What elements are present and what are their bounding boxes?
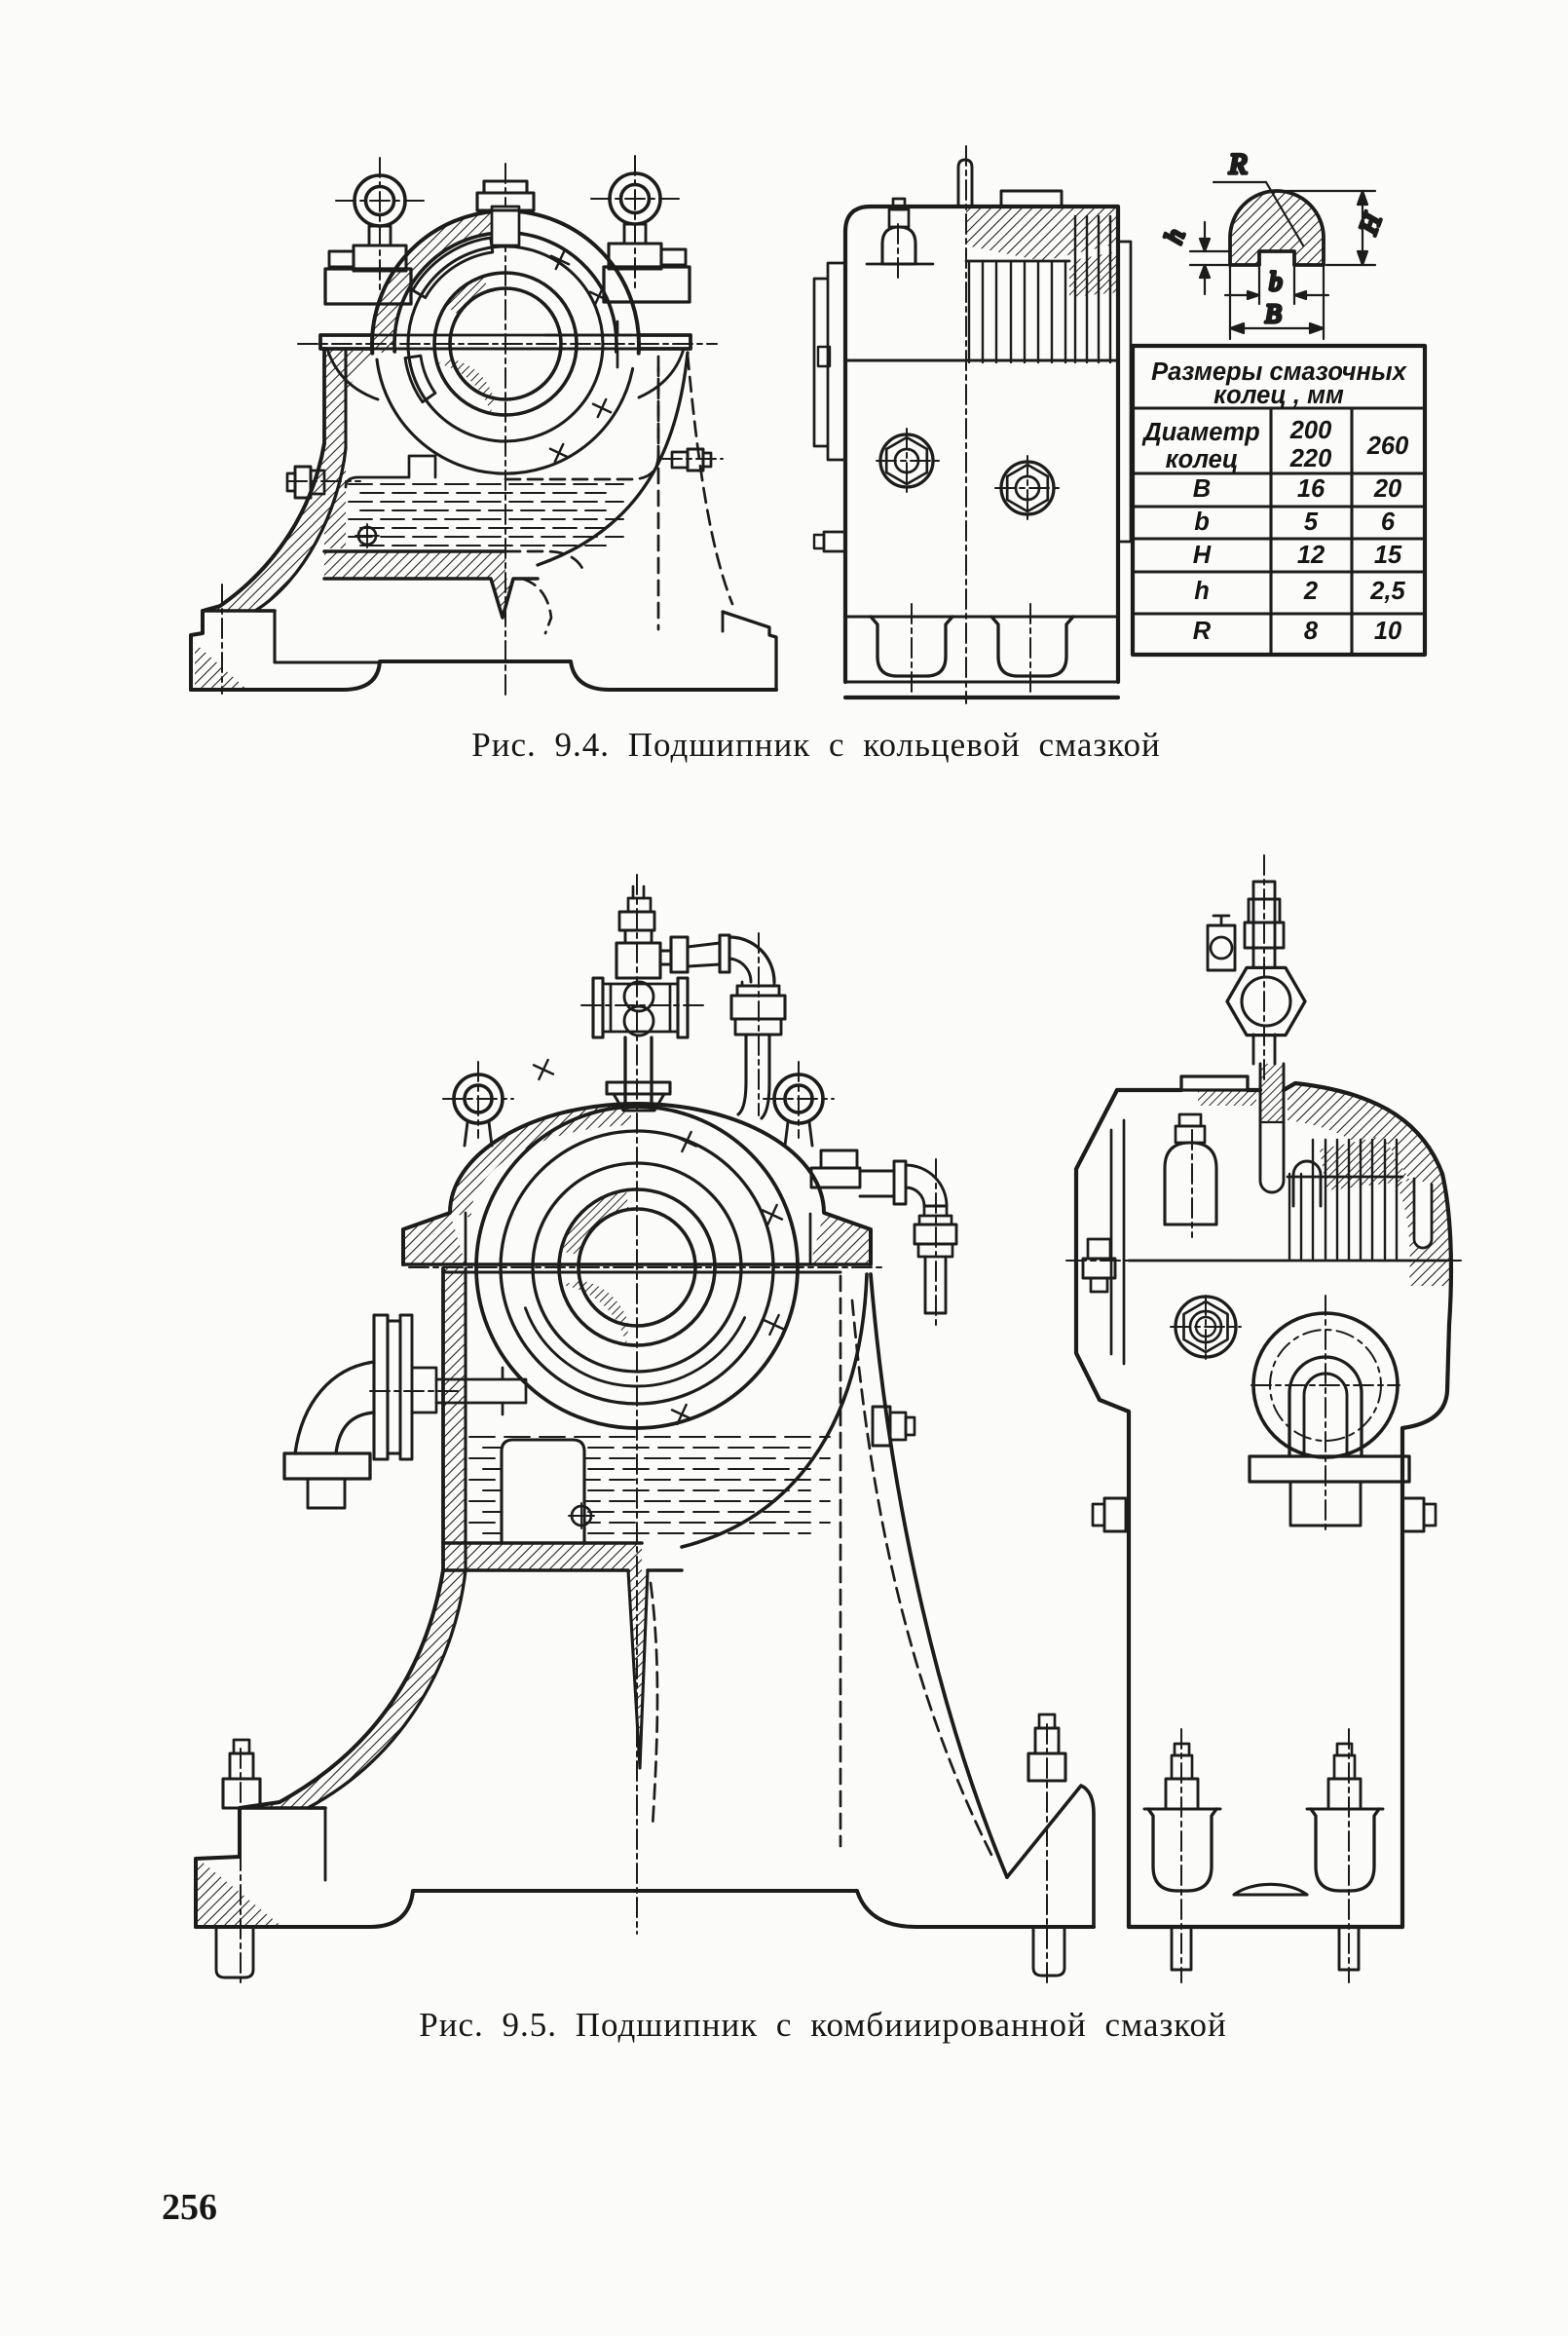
svg-text:Размеры смазочных: Размеры смазочных xyxy=(1151,358,1408,386)
svg-text:B: B xyxy=(1265,299,1282,328)
svg-text:8: 8 xyxy=(1304,618,1319,645)
svg-text:200: 200 xyxy=(1289,417,1332,444)
svg-text:Рис. 9.4. Подшипник с кольцево: Рис. 9.4. Подшипник с кольцевой смазкой xyxy=(471,726,1160,764)
svg-text:2,5: 2,5 xyxy=(1369,578,1405,605)
svg-text:10: 10 xyxy=(1374,618,1401,645)
svg-text:R: R xyxy=(1228,148,1247,180)
svg-text:20: 20 xyxy=(1373,475,1401,503)
svg-text:6: 6 xyxy=(1381,509,1396,536)
svg-text:256: 256 xyxy=(162,2187,217,2228)
svg-text:260: 260 xyxy=(1366,433,1409,460)
svg-text:колец: колец xyxy=(1166,446,1239,473)
svg-text:12: 12 xyxy=(1297,542,1325,569)
svg-text:Диаметр: Диаметр xyxy=(1141,419,1259,446)
svg-text:b: b xyxy=(1194,509,1210,536)
svg-text:колец , мм: колец , мм xyxy=(1213,382,1344,409)
svg-text:16: 16 xyxy=(1297,475,1325,503)
svg-text:220: 220 xyxy=(1289,445,1332,472)
svg-text:H: H xyxy=(1353,208,1388,239)
svg-text:h: h xyxy=(1158,225,1190,247)
svg-text:15: 15 xyxy=(1374,542,1402,569)
svg-text:Н: Н xyxy=(1193,542,1212,569)
svg-text:5: 5 xyxy=(1304,509,1319,536)
svg-text:R: R xyxy=(1193,618,1212,645)
svg-text:b: b xyxy=(1269,267,1283,296)
svg-text:Рис. 9.5. Подшипник с комбииир: Рис. 9.5. Подшипник с комбииированной см… xyxy=(419,2006,1226,2044)
svg-text:2: 2 xyxy=(1303,578,1318,605)
svg-text:h: h xyxy=(1194,578,1210,605)
svg-text:В: В xyxy=(1193,475,1211,503)
